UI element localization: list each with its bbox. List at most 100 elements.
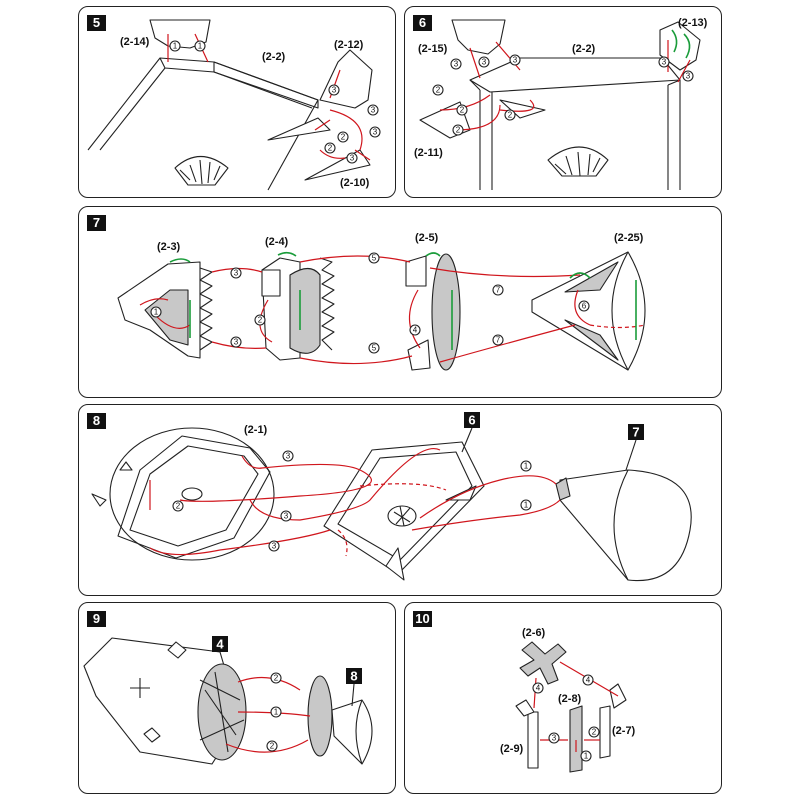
svg-text:3: 3 <box>234 338 239 347</box>
part-label: (2-5) <box>415 232 439 244</box>
part-2-6-crossbar <box>519 641 567 685</box>
svg-text:3: 3 <box>482 58 487 67</box>
svg-text:3: 3 <box>234 269 239 278</box>
panel-step-10: 10 <box>404 602 722 794</box>
step-number-badge: 8 <box>87 413 106 429</box>
step-markers: 3 3 2 2 3 3 3 2 2 <box>432 54 694 136</box>
svg-text:4: 4 <box>216 637 224 652</box>
svg-text:3: 3 <box>686 72 691 81</box>
part-label: (2-8) <box>558 693 582 705</box>
svg-text:2: 2 <box>456 126 461 135</box>
svg-text:1: 1 <box>584 752 589 761</box>
step-number-badge: 10 <box>413 611 432 627</box>
svg-text:4: 4 <box>586 676 591 685</box>
svg-text:3: 3 <box>284 512 289 521</box>
part-2-8-strut <box>569 705 583 773</box>
step-markers: 1 3 3 2 5 5 4 7 7 6 <box>150 252 590 354</box>
svg-text:3: 3 <box>662 58 667 67</box>
svg-text:2: 2 <box>270 742 275 751</box>
part-label: (2-9) <box>500 743 524 755</box>
step-markers: 4 4 3 2 1 <box>532 674 600 762</box>
part-label: (2-13) <box>678 17 708 29</box>
nozzle-cone <box>174 156 229 186</box>
part-2-5-ring <box>405 253 461 371</box>
svg-text:7: 7 <box>496 286 501 295</box>
part-2-14-bracket <box>149 19 211 49</box>
part-6-assembly <box>323 441 485 581</box>
svg-text:2: 2 <box>176 502 181 511</box>
part-label: (2-3) <box>157 241 181 253</box>
svg-text:2: 2 <box>436 86 441 95</box>
svg-text:2: 2 <box>341 133 346 142</box>
part-label: (2-11) <box>414 147 443 159</box>
svg-text:6: 6 <box>468 413 475 428</box>
svg-text:3: 3 <box>454 60 459 69</box>
part-label: (2-4) <box>265 236 289 248</box>
svg-text:5: 5 <box>372 344 377 353</box>
svg-text:2: 2 <box>258 316 263 325</box>
svg-text:5: 5 <box>372 254 377 263</box>
reference-badge-8: 8 <box>346 668 362 707</box>
svg-text:7: 7 <box>632 425 639 440</box>
reference-badge-6: 6 <box>461 412 480 453</box>
svg-text:4: 4 <box>413 326 418 335</box>
svg-text:2: 2 <box>460 106 465 115</box>
svg-text:8: 8 <box>350 669 357 684</box>
svg-text:3: 3 <box>371 106 376 115</box>
svg-text:2: 2 <box>592 728 597 737</box>
svg-text:6: 6 <box>582 302 587 311</box>
part-2-15-bracket <box>451 19 506 55</box>
step-number-badge: 5 <box>87 15 106 31</box>
part-2-1-base-plate <box>91 427 275 561</box>
rotation-arrows <box>671 29 691 59</box>
svg-text:3: 3 <box>332 86 337 95</box>
svg-text:3: 3 <box>286 452 291 461</box>
engine-body <box>83 637 247 765</box>
reference-badge-7: 7 <box>625 424 644 471</box>
step-number-badge: 9 <box>87 611 106 627</box>
svg-text:1: 1 <box>173 42 178 51</box>
part-label: (2-6) <box>522 627 546 639</box>
part-2-25-nozzle <box>531 251 646 371</box>
spike-small <box>499 99 546 119</box>
nozzle-cone <box>547 146 609 177</box>
svg-text:1: 1 <box>154 308 159 317</box>
svg-text:3: 3 <box>552 734 557 743</box>
step-number-badge: 7 <box>87 215 106 231</box>
svg-text:2: 2 <box>274 674 279 683</box>
assembly-connectors <box>439 40 691 131</box>
part-7-assembly <box>555 469 692 582</box>
part-8-assembly <box>307 675 373 765</box>
part-label: (2-7) <box>612 725 636 737</box>
step-markers: 2 2 1 <box>266 672 282 752</box>
part-2-9-strut <box>515 699 539 769</box>
part-label: (2-15) <box>418 43 448 55</box>
svg-text:1: 1 <box>198 42 203 51</box>
svg-text:2: 2 <box>508 111 513 120</box>
nozzle-cone <box>387 505 417 527</box>
part-label: (2-2) <box>572 43 596 55</box>
part-label: (2-14) <box>120 36 150 48</box>
part-label: (2-25) <box>614 232 644 244</box>
svg-text:3: 3 <box>350 154 355 163</box>
part-2-13-bracket <box>659 21 701 71</box>
assembly-connectors <box>149 448 561 557</box>
frame-2-2 <box>87 57 319 191</box>
part-label: (2-2) <box>262 51 286 63</box>
rotation-arrows <box>169 251 637 350</box>
svg-text:1: 1 <box>524 462 529 471</box>
part-2-7-strut <box>599 683 627 759</box>
svg-text:1: 1 <box>524 501 529 510</box>
svg-text:3: 3 <box>513 56 518 65</box>
part-2-4-ring-section <box>261 257 335 361</box>
part-label: (2-1) <box>244 424 268 436</box>
svg-text:1: 1 <box>274 708 279 717</box>
step-markers: 3 3 3 2 1 1 <box>172 450 532 552</box>
svg-text:2: 2 <box>328 144 333 153</box>
